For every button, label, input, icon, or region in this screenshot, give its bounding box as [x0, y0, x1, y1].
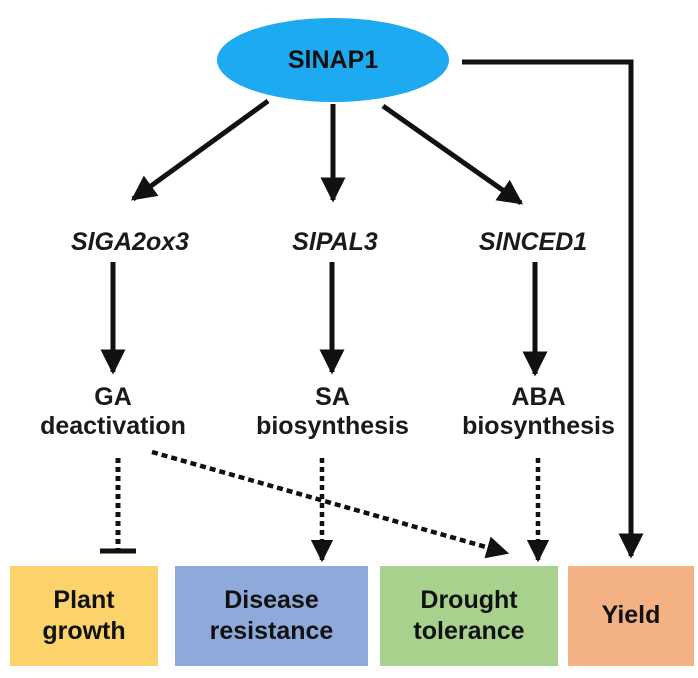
- process-ga-deactivation: GA deactivation: [18, 383, 208, 441]
- process-aba-biosynthesis: ABA biosynthesis: [446, 383, 631, 441]
- process-sa-line1: SA: [315, 383, 350, 411]
- process-sa-line2: biosynthesis: [256, 411, 409, 440]
- edge-root-to-ga2ox3: [130, 98, 270, 202]
- edge-root-to-yield: [462, 59, 644, 559]
- outcome-drought-tolerance: Drought tolerance: [380, 566, 558, 666]
- root-node-label: SlNAP1: [287, 45, 379, 74]
- outcome-drought-line1: Drought: [420, 585, 518, 614]
- outcome-yield-line1: Yield: [601, 601, 661, 630]
- edge-ga-to-drought: [151, 449, 510, 559]
- outcome-plant-growth-line2: growth: [42, 617, 126, 645]
- process-ga-line2: deactivation: [40, 411, 186, 440]
- outcome-disease-resistance: Disease resistance: [175, 566, 368, 666]
- gene-sl-pal3: SlPAL3: [292, 228, 378, 256]
- gene-sl-ga2ox3: SlGA2ox3: [70, 228, 190, 256]
- outcome-disease-line2: resistance: [209, 617, 334, 645]
- gene-sl-nced1: SlNCED1: [478, 228, 588, 256]
- process-sa-biosynthesis: SA biosynthesis: [240, 383, 425, 441]
- outcome-drought-line2: tolerance: [413, 617, 525, 645]
- process-ga-line1: GA: [94, 383, 132, 411]
- outcome-plant-growth-line1: Plant: [53, 585, 115, 614]
- outcome-plant-growth: Plant growth: [10, 566, 158, 666]
- process-aba-line2: biosynthesis: [462, 411, 615, 440]
- root-ellipse: [217, 18, 449, 102]
- process-aba-line1: ABA: [511, 383, 566, 411]
- outcome-disease-line1: Disease: [224, 585, 319, 614]
- edge-root-to-nced1: [381, 103, 524, 206]
- outcome-yield: Yield: [568, 566, 694, 666]
